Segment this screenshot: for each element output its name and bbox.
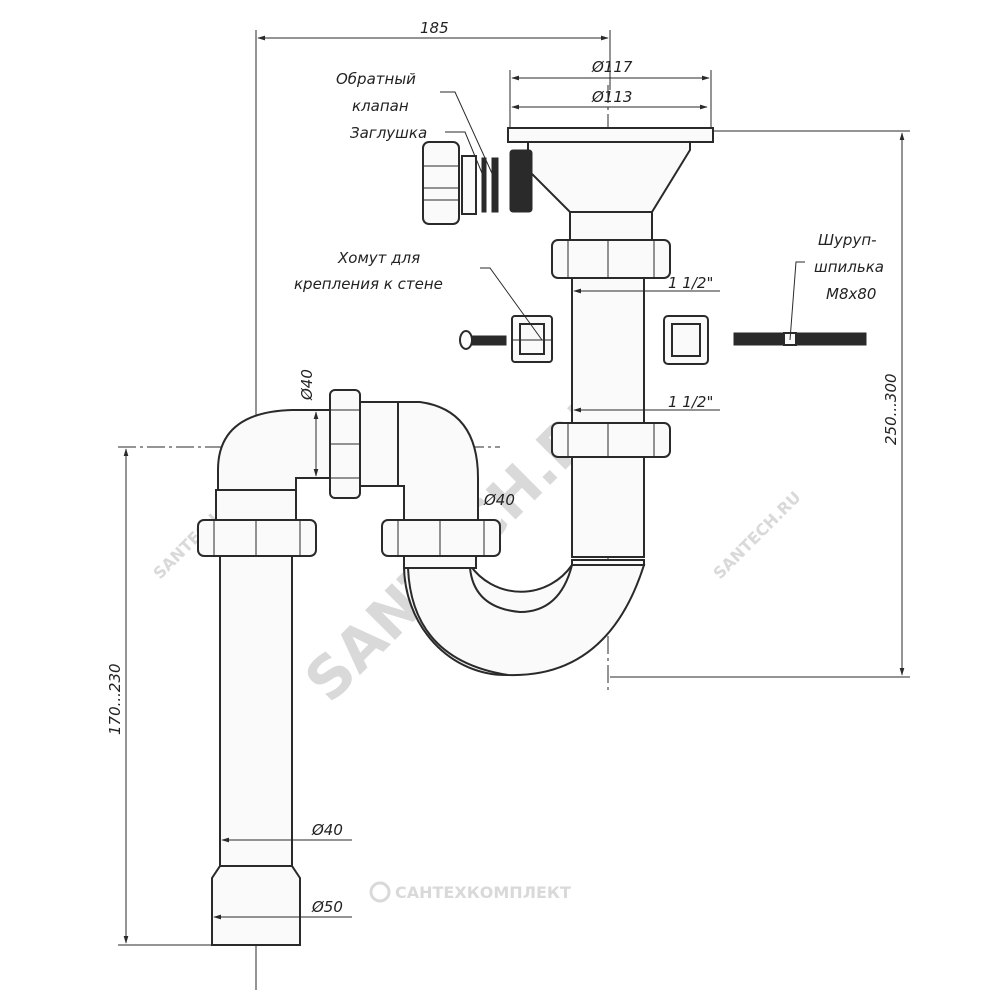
dimension-170-230-label: 170...230 xyxy=(106,663,124,735)
dimension-d113-label: Ø113 xyxy=(591,88,632,106)
watermark-brand-text: САНТЕХКОМПЛЕКТ xyxy=(395,883,571,902)
lower-nut xyxy=(551,422,671,458)
dimension-250-300-label: 250...300 xyxy=(882,373,900,445)
dimension-d117-label: Ø117 xyxy=(591,58,633,76)
dimension-185-label: 185 xyxy=(420,19,449,37)
dimension-d40-elbow-label: Ø40 xyxy=(298,369,316,401)
dimension-d50-pipe: Ø50 xyxy=(213,898,352,920)
vertical-pipe-lower xyxy=(571,456,645,558)
clamp-bolt xyxy=(459,330,507,350)
dimension-thread-lower: 1 1/2" xyxy=(573,393,720,413)
left-pipe-collar xyxy=(215,489,297,521)
vertical-pipe-upper xyxy=(571,277,645,424)
watermark-small-right: SANTECH.RU xyxy=(709,488,804,583)
clamp-sleeve-right xyxy=(663,315,709,365)
plug-nut xyxy=(422,141,477,225)
label-check-valve-2: клапан xyxy=(352,97,409,115)
dimension-d50-pipe-label: Ø50 xyxy=(311,898,343,916)
screw-stud xyxy=(733,332,867,346)
dimension-thread-upper: 1 1/2" xyxy=(573,274,720,294)
dimension-d40-elbow: Ø40 xyxy=(298,369,319,477)
check-valve-disc xyxy=(481,157,499,213)
dimension-250-300: 250...300 xyxy=(610,130,910,678)
dimension-d113: Ø113 xyxy=(511,88,708,110)
screw-leader xyxy=(789,261,805,341)
check-valve-leader xyxy=(440,91,496,181)
label-screw-3: М8х80 xyxy=(826,285,876,303)
dimension-d40-pipe-label: Ø40 xyxy=(311,821,343,839)
label-screw-2: шпилька xyxy=(814,258,884,276)
left-nut xyxy=(197,519,317,557)
left-elbow xyxy=(217,409,331,491)
drain-thread xyxy=(509,149,533,213)
dimension-d40-trap-label: Ø40 xyxy=(483,491,515,509)
watermark-brand: САНТЕХКОМПЛЕКТ xyxy=(369,881,571,903)
label-clamp-1: Хомут для xyxy=(337,249,420,267)
plug-leader xyxy=(445,131,485,179)
left-pipe-outlet xyxy=(211,865,301,946)
drain-grate xyxy=(507,127,714,243)
dimension-d40-pipe: Ø40 xyxy=(221,821,352,843)
right-elbow xyxy=(397,401,479,521)
u-bend-body xyxy=(406,564,646,677)
upper-nut xyxy=(551,239,671,279)
label-plug: Заглушка xyxy=(350,124,427,142)
label-clamp-2: крепления к стене xyxy=(294,275,443,293)
left-pipe xyxy=(219,555,293,867)
label-check-valve-1: Обратный xyxy=(336,70,416,88)
dimension-thread-upper-label: 1 1/2" xyxy=(668,274,713,292)
wall-clamp xyxy=(511,315,553,363)
connector-nut xyxy=(329,389,399,499)
clamp-leader xyxy=(480,267,543,341)
label-screw-1: Шуруп- xyxy=(818,231,877,249)
dimension-thread-lower-label: 1 1/2" xyxy=(668,393,713,411)
